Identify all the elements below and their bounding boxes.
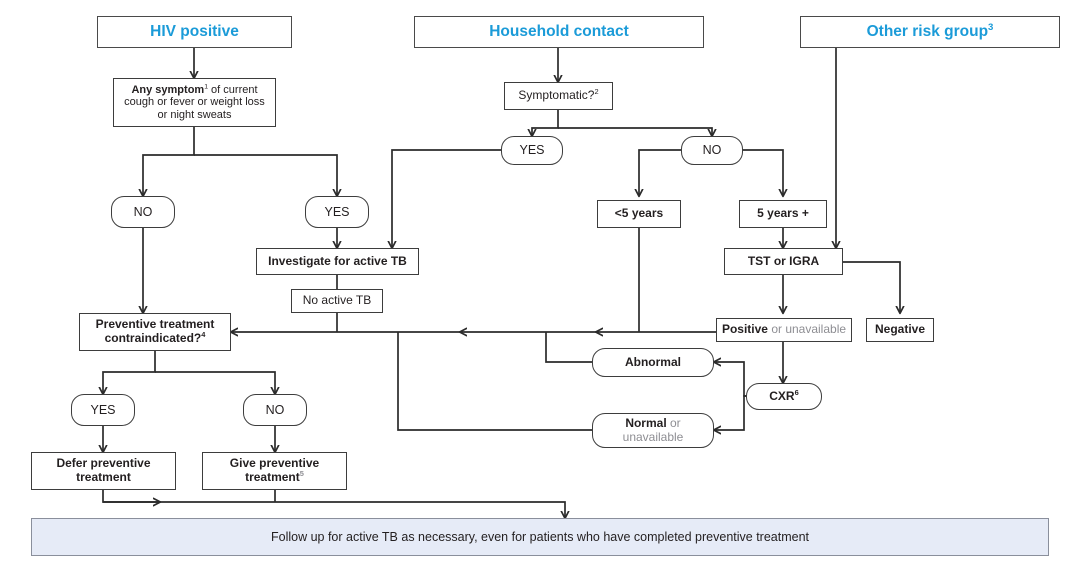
node-hiv-no[interactable]: NO (111, 196, 175, 228)
node-any-symptom[interactable]: Any symptom1 of current cough or fever o… (113, 78, 276, 127)
footnote-2: 2 (594, 87, 599, 97)
node-hiv-yes[interactable]: YES (305, 196, 369, 228)
node-tst-or-igra-label: TST or IGRA (747, 253, 820, 268)
node-cxr[interactable]: CXR6 (746, 383, 822, 410)
node-no-active-tb[interactable]: No active TB (291, 289, 383, 313)
node-hiv-no-label: NO (133, 204, 153, 219)
footer-followup-banner[interactable]: Follow up for active TB as necessary, ev… (31, 518, 1049, 556)
footnote-1: 1 (204, 82, 208, 90)
node-negative[interactable]: Negative (866, 318, 934, 342)
node-hiv-yes-label: YES (324, 204, 350, 219)
node-pt-no-label: NO (265, 402, 285, 417)
node-household-yes-label: YES (519, 143, 545, 158)
header-other-risk-group[interactable]: Other risk group3 (800, 16, 1060, 48)
node-under-5-years-label: <5 years (614, 206, 664, 221)
node-5-years-plus-label: 5 years + (757, 206, 809, 221)
node-preventive-treatment-contraindicated[interactable]: Preventive treatment contraindicated?4 (79, 313, 231, 351)
node-negative-label: Negative (874, 322, 926, 337)
header-other-risk-group-label: Other risk group3 (866, 21, 994, 41)
node-pt-yes[interactable]: YES (71, 394, 135, 426)
node-give-preventive-treatment[interactable]: Give preventive treatment5 (202, 452, 347, 490)
node-positive-label: Positive or unavailable (721, 322, 847, 337)
node-normal-or-unavailable[interactable]: Normal or unavailable (592, 413, 714, 448)
node-investigate-active-tb-label: Investigate for active TB (268, 253, 407, 268)
node-household-no[interactable]: NO (681, 136, 743, 165)
node-no-active-tb-label: No active TB (302, 293, 372, 308)
node-abnormal[interactable]: Abnormal (592, 348, 714, 377)
node-under-5-years[interactable]: <5 years (597, 200, 681, 228)
node-defer-preventive-treatment[interactable]: Defer preventive treatment (31, 452, 176, 490)
node-investigate-active-tb[interactable]: Investigate for active TB (256, 248, 419, 275)
footnote-3: 3 (988, 21, 994, 33)
footnote-6: 6 (794, 387, 799, 397)
footnote-4: 4 (201, 330, 206, 339)
node-positive-or-unavailable[interactable]: Positive or unavailable (716, 318, 852, 342)
node-abnormal-label: Abnormal (624, 354, 681, 369)
node-tst-or-igra[interactable]: TST or IGRA (724, 248, 843, 275)
node-pt-no[interactable]: NO (243, 394, 307, 426)
node-symptomatic-label: Symptomatic?2 (518, 87, 599, 103)
footer-followup-text: Follow up for active TB as necessary, ev… (270, 530, 809, 544)
node-household-yes[interactable]: YES (501, 136, 563, 165)
node-contraindicated-label: Preventive treatment contraindicated?4 (95, 317, 215, 345)
node-cxr-label: CXR6 (769, 387, 799, 403)
node-defer-label: Defer preventive treatment (56, 456, 151, 484)
header-household-contact-label: Household contact (489, 23, 629, 41)
node-any-symptom-label: Any symptom1 of current cough or fever o… (124, 82, 265, 121)
node-pt-yes-label: YES (90, 402, 116, 417)
node-normal-label: Normal or unavailable (622, 415, 684, 444)
header-hiv-positive[interactable]: HIV positive (97, 16, 292, 48)
node-symptomatic[interactable]: Symptomatic?2 (504, 82, 613, 110)
header-household-contact[interactable]: Household contact (414, 16, 704, 48)
footnote-5: 5 (299, 469, 304, 478)
node-5-years-plus[interactable]: 5 years + (739, 200, 827, 228)
header-hiv-positive-label: HIV positive (150, 23, 239, 41)
node-household-no-label: NO (702, 143, 722, 158)
node-give-label: Give preventive treatment5 (229, 456, 320, 484)
